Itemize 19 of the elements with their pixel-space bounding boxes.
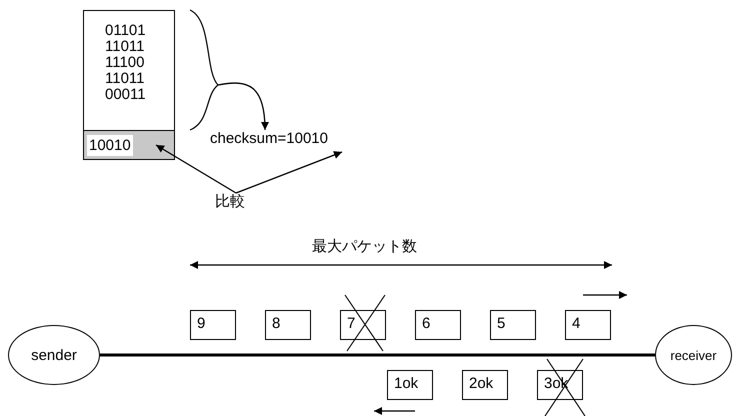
packet-box: 2ok [462, 370, 508, 400]
packet-box: 4 [565, 310, 611, 340]
packet-box: 1ok [387, 370, 433, 400]
packet-box: 6 [415, 310, 461, 340]
arrow [218, 82, 269, 130]
packet-box: 5 [490, 310, 536, 340]
packet-box: 9 [190, 310, 236, 340]
host-ellipse: sender [8, 325, 100, 385]
host-ellipse: receiver [655, 325, 732, 385]
arrow [236, 151, 342, 194]
compare-text: 比較 [213, 193, 247, 210]
packet-box: 7 [340, 310, 386, 340]
connection-line [100, 354, 655, 356]
data-table [83, 10, 175, 160]
checksum-value: 10010 [87, 135, 133, 156]
arrow [156, 144, 236, 194]
bit-rows: 01101 11011 11100 11011 00011 [105, 23, 153, 103]
dimension-label: 最大パケット数 [312, 237, 417, 256]
packet-box: 8 [265, 310, 311, 340]
